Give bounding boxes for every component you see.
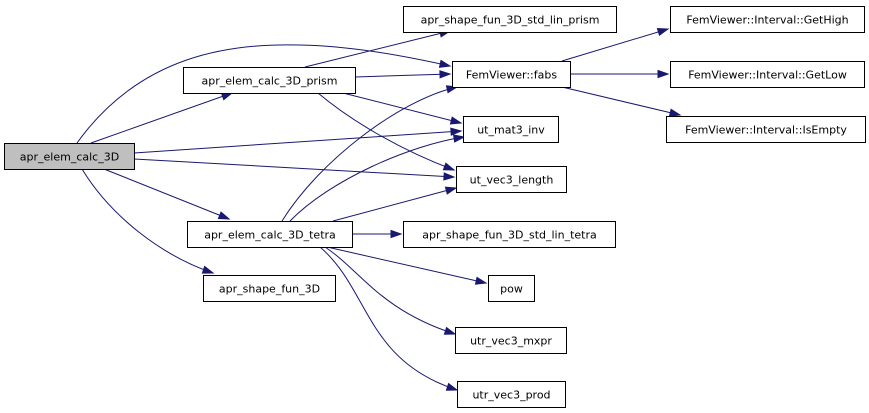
edge-apr_elem_calc_3D_prism-to-ut_mat3_inv bbox=[342, 92, 462, 124]
node-label: apr_elem_calc_3D_tetra bbox=[204, 229, 336, 242]
node-box bbox=[183, 67, 356, 94]
edge-apr_elem_calc_3D-to-FemViewer_fabs bbox=[76, 44, 451, 144]
node-utr_vec3_prod[interactable]: utr_vec3_prod bbox=[457, 381, 566, 408]
node-FemViewer_fabs[interactable]: FemViewer::fabs bbox=[452, 61, 571, 88]
edge-apr_elem_calc_3D_tetra-to-ut_vec3_length bbox=[332, 187, 457, 222]
arrowhead-ut_vec3_length bbox=[442, 162, 456, 171]
node-ut_mat3_inv[interactable]: ut_mat3_inv bbox=[463, 116, 559, 143]
arrowhead-apr_shape_fun_3D_std_lin_tetra bbox=[390, 229, 403, 239]
arrowhead-Interval_GetLow bbox=[657, 69, 670, 79]
arrowhead-Interval_IsEmpty bbox=[668, 108, 682, 117]
arrowhead-pow bbox=[474, 276, 488, 285]
node-box bbox=[456, 166, 567, 193]
edge-apr_elem_calc_3D-to-apr_shape_fun_3D bbox=[81, 168, 214, 274]
node-label: FemViewer::Interval::GetLow bbox=[688, 69, 847, 82]
node-utr_vec3_mxpr[interactable]: utr_vec3_mxpr bbox=[455, 327, 567, 354]
arrowhead-FemViewer_fabs bbox=[438, 59, 452, 68]
edge-apr_elem_calc_3D_tetra-to-pow bbox=[326, 246, 487, 284]
node-label: apr_shape_fun_3D bbox=[219, 283, 320, 296]
node-box bbox=[187, 221, 353, 248]
node-apr_shape_fun_3D_std_lin_tetra[interactable]: apr_shape_fun_3D_std_lin_tetra bbox=[403, 221, 616, 248]
arrowhead-ut_mat3_inv bbox=[449, 116, 463, 125]
node-pow[interactable]: pow bbox=[488, 275, 535, 302]
node-label: FemViewer::fabs bbox=[466, 69, 557, 82]
node-label: utr_vec3_prod bbox=[472, 389, 550, 402]
arrowhead-utr_vec3_prod bbox=[445, 382, 459, 391]
edge-apr_elem_calc_3D_tetra-to-ut_mat3_inv bbox=[289, 136, 465, 222]
node-Interval_GetHigh[interactable]: FemViewer::Interval::GetHigh bbox=[670, 6, 865, 33]
edge-apr_elem_calc_3D_tetra-to-utr_vec3_prod bbox=[319, 246, 458, 391]
arrowhead-Interval_GetHigh bbox=[656, 28, 670, 37]
arrowhead-apr_elem_calc_3D_tetra bbox=[217, 211, 231, 220]
arrowhead-ut_mat3_inv bbox=[452, 134, 466, 143]
arrowhead-utr_vec3_mxpr bbox=[443, 326, 457, 335]
edges bbox=[76, 28, 682, 391]
node-box bbox=[488, 275, 535, 302]
edge-apr_elem_calc_3D-to-apr_elem_calc_3D_prism bbox=[90, 92, 233, 144]
node-box bbox=[4, 143, 135, 170]
arrowhead-ut_mat3_inv bbox=[450, 127, 463, 136]
node-box bbox=[455, 327, 567, 354]
node-box bbox=[452, 61, 571, 88]
node-apr_elem_calc_3D_prism[interactable]: apr_elem_calc_3D_prism bbox=[183, 67, 356, 94]
node-box bbox=[670, 6, 865, 33]
edge-apr_elem_calc_3D_tetra-to-utr_vec3_mxpr bbox=[324, 246, 456, 335]
edge-apr_elem_calc_3D_prism-to-FemViewer_fabs bbox=[354, 73, 451, 78]
node-apr_shape_fun_3D[interactable]: apr_shape_fun_3D bbox=[203, 275, 336, 302]
nodes: apr_elem_calc_3Dapr_elem_calc_3D_prismap… bbox=[4, 6, 866, 408]
node-label: apr_shape_fun_3D_std_lin_prism bbox=[421, 14, 600, 27]
node-box bbox=[666, 116, 866, 143]
arrowhead-apr_shape_fun_3D bbox=[201, 265, 215, 274]
node-ut_vec3_length[interactable]: ut_vec3_length bbox=[456, 166, 567, 193]
node-apr_elem_calc_3D_tetra[interactable]: apr_elem_calc_3D_tetra bbox=[187, 221, 353, 248]
edge-apr_elem_calc_3D_prism-to-apr_shape_fun_3D_std_lin_prism bbox=[304, 30, 451, 68]
node-Interval_GetLow[interactable]: FemViewer::Interval::GetLow bbox=[670, 61, 865, 88]
node-Interval_IsEmpty[interactable]: FemViewer::Interval::IsEmpty bbox=[666, 116, 866, 143]
edge-apr_elem_calc_3D_tetra-to-FemViewer_fabs bbox=[281, 86, 458, 222]
node-box bbox=[457, 381, 566, 408]
edge-FemViewer_fabs-to-Interval_IsEmpty bbox=[561, 86, 681, 116]
edge-FemViewer_fabs-to-Interval_GetHigh bbox=[561, 28, 669, 62]
node-label: pow bbox=[500, 283, 523, 296]
edge-apr_elem_calc_3D-to-ut_mat3_inv bbox=[133, 130, 462, 154]
node-box bbox=[403, 221, 616, 248]
node-box bbox=[463, 116, 559, 143]
edge-apr_elem_calc_3D-to-apr_elem_calc_3D_tetra bbox=[103, 168, 230, 220]
node-box bbox=[403, 6, 617, 33]
node-apr_shape_fun_3D_std_lin_prism[interactable]: apr_shape_fun_3D_std_lin_prism bbox=[403, 6, 617, 33]
edge-apr_elem_calc_3D-to-ut_vec3_length bbox=[133, 158, 455, 178]
node-label: apr_elem_calc_3D_prism bbox=[202, 75, 338, 88]
arrowhead-ut_vec3_length bbox=[443, 172, 456, 181]
node-label: utr_vec3_mxpr bbox=[470, 335, 552, 348]
node-label: ut_vec3_length bbox=[470, 174, 554, 187]
node-box bbox=[670, 61, 865, 88]
edge-apr_elem_calc_3D_prism-to-ut_vec3_length bbox=[317, 92, 455, 171]
node-label: FemViewer::Interval::GetHigh bbox=[686, 14, 848, 27]
arrowhead-ut_vec3_length bbox=[444, 186, 458, 195]
node-box bbox=[203, 275, 336, 302]
arrowhead-FemViewer_fabs bbox=[439, 70, 452, 79]
node-apr_elem_calc_3D[interactable]: apr_elem_calc_3D bbox=[4, 143, 135, 170]
node-label: apr_elem_calc_3D bbox=[20, 151, 119, 164]
node-label: ut_mat3_inv bbox=[477, 124, 545, 137]
node-label: apr_shape_fun_3D_std_lin_tetra bbox=[422, 229, 597, 242]
node-label: FemViewer::Interval::IsEmpty bbox=[685, 124, 847, 137]
